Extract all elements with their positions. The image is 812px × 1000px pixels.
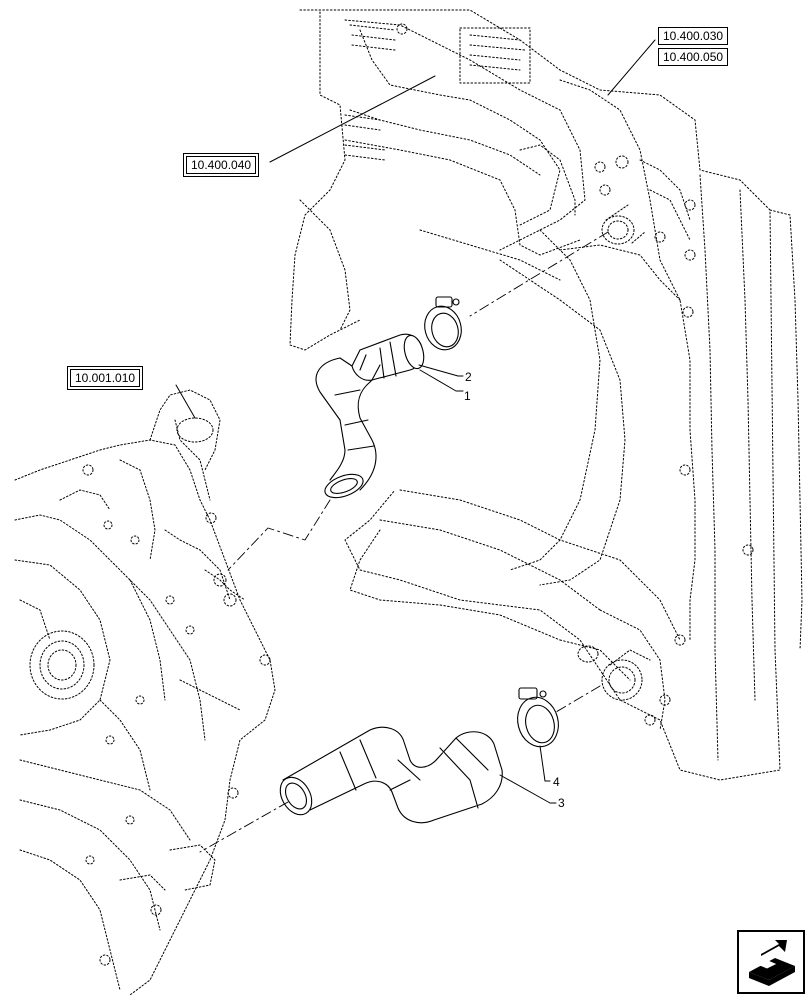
reference-10-400-040[interactable]: 10.400.040 <box>186 156 257 174</box>
reference-10-001-010[interactable]: 10.001.010 <box>70 369 141 387</box>
next-page-arrow-icon[interactable] <box>737 930 805 994</box>
radiator-upper-outlet <box>601 204 646 245</box>
arrow-icon-graphic <box>749 940 795 986</box>
part-4-lower-clamp <box>517 687 559 748</box>
callout-3: 3 <box>558 796 565 810</box>
callout-1: 1 <box>464 389 471 403</box>
radiator-fasteners <box>396 23 754 726</box>
engine-assembly <box>14 389 276 996</box>
radiator-assembly <box>289 9 803 781</box>
part-2-upper-clamp <box>424 296 462 351</box>
callout-2: 2 <box>465 370 472 384</box>
callout-4: 4 <box>553 775 560 789</box>
part-3-lower-hose <box>279 726 503 824</box>
radiator-lower-outlet <box>577 645 651 701</box>
assembly-axis-lines <box>199 231 609 853</box>
reference-10-400-030[interactable]: 10.400.030 <box>658 27 729 45</box>
reference-10-400-050[interactable]: 10.400.050 <box>658 48 729 66</box>
reference-leader-lines <box>175 39 656 804</box>
part-1-upper-hose <box>315 333 425 499</box>
